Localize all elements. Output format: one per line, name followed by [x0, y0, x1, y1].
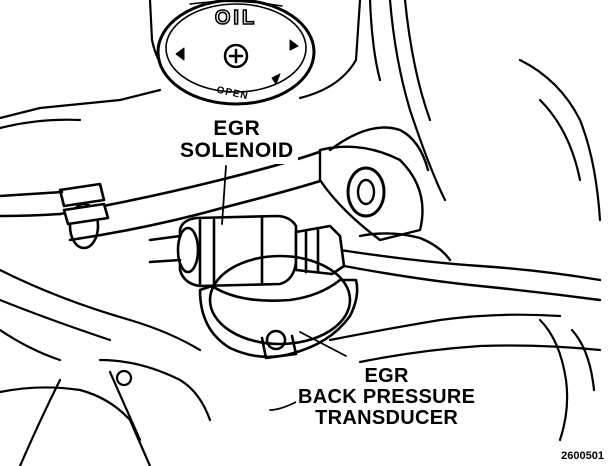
transducer-label-line-2: BACK PRESSURE: [298, 386, 476, 408]
valve-cover: [0, 0, 447, 202]
egr-solenoid-label-line-1: EGR: [213, 117, 261, 140]
egr-solenoid-label: EGR SOLENOID: [176, 116, 298, 165]
wiring-harness: [338, 232, 602, 302]
egr-back-pressure-transducer-label: EGR BACK PRESSURE TRANSDUCER: [296, 364, 478, 431]
back-pressure-transducer: [198, 254, 359, 360]
leader-lines: [221, 165, 347, 411]
lower-engine-contours: [0, 58, 602, 466]
vacuum-hose: [0, 146, 338, 250]
transducer-label-line-1: EGR: [364, 365, 409, 387]
egr-solenoid-label-line-2: SOLENOID: [180, 139, 294, 163]
egr-solenoid-body: [148, 214, 346, 288]
figure-reference-number: 2600501: [561, 450, 604, 462]
bracket: [318, 126, 430, 242]
oil-filler-cap: [156, 0, 316, 106]
transducer-label-line-3: TRANSDUCER: [315, 407, 459, 429]
